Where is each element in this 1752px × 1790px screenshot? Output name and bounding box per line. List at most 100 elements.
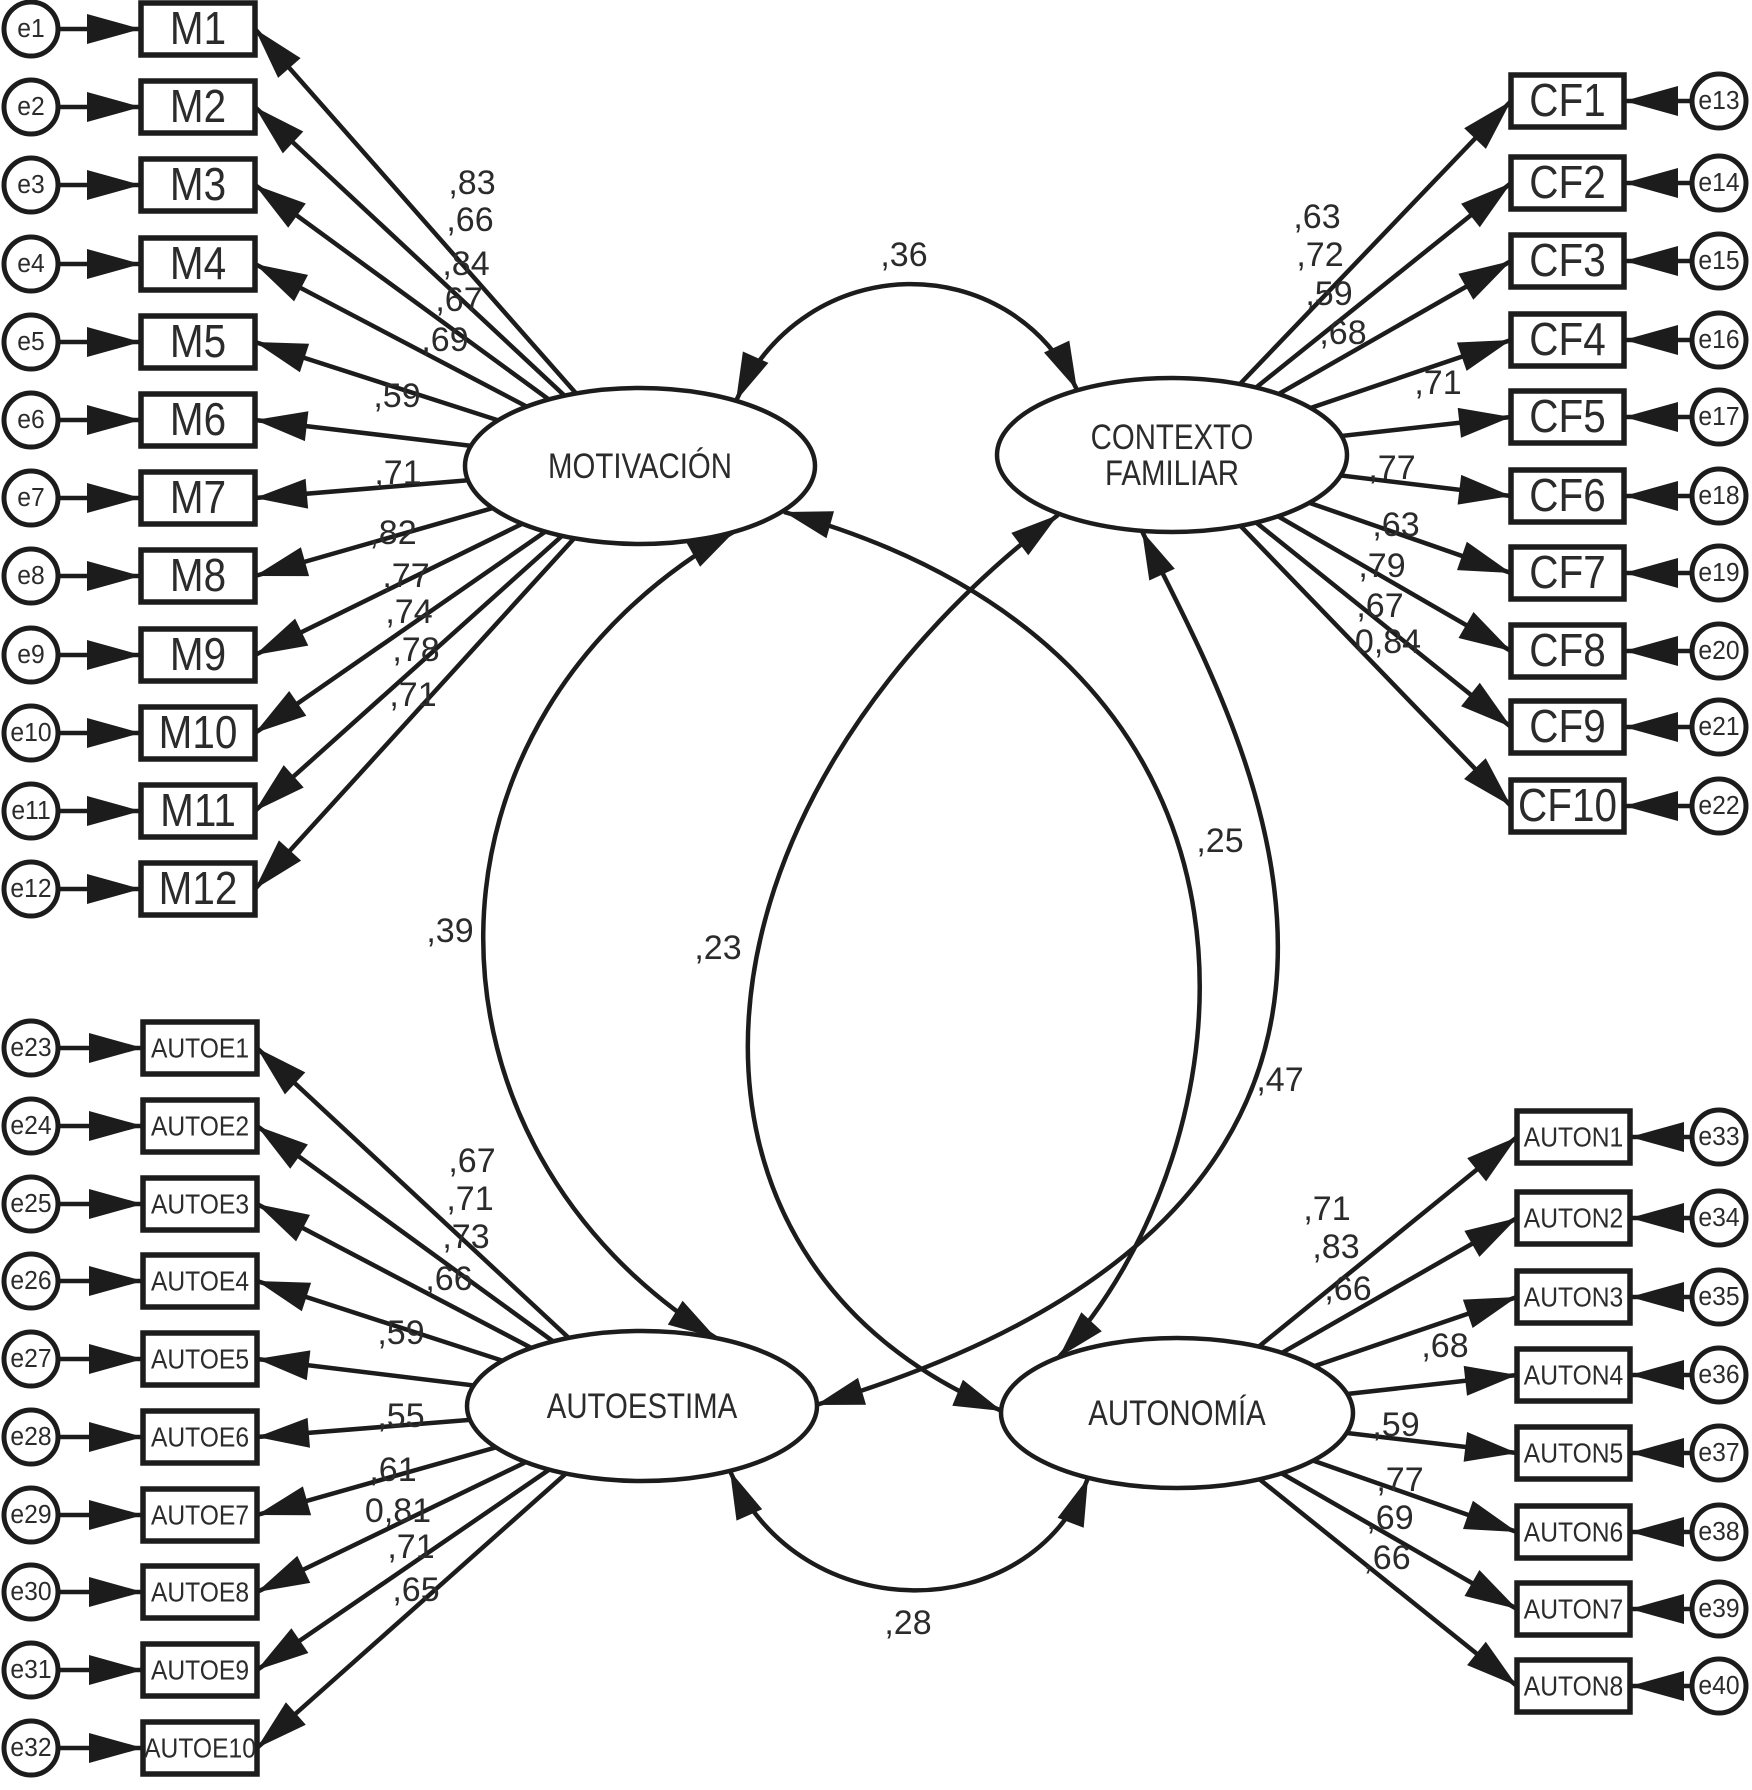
svg-text:e10: e10 [10, 719, 51, 748]
svg-text:M12: M12 [159, 864, 238, 915]
svg-text:,82: ,82 [369, 514, 416, 552]
svg-text:M11: M11 [160, 786, 236, 837]
svg-text:,66: ,66 [1363, 1539, 1410, 1577]
svg-text:e1: e1 [17, 15, 44, 44]
svg-text:,71: ,71 [374, 454, 421, 492]
svg-text:CONTEXTO: CONTEXTO [1091, 418, 1254, 457]
svg-text:,39: ,39 [426, 912, 473, 950]
svg-text:,71: ,71 [1303, 1190, 1350, 1228]
svg-text:,78: ,78 [392, 631, 439, 669]
svg-text:,74: ,74 [385, 593, 432, 631]
svg-text:e14: e14 [1698, 169, 1739, 198]
svg-text:,71: ,71 [1414, 364, 1461, 402]
svg-text:,47: ,47 [1256, 1061, 1303, 1099]
svg-text:AUTOE8: AUTOE8 [151, 1576, 249, 1608]
svg-text:e17: e17 [1698, 403, 1739, 432]
svg-text:AUTON8: AUTON8 [1524, 1670, 1623, 1702]
svg-text:CF3: CF3 [1529, 236, 1605, 287]
svg-text:AUTON1: AUTON1 [1524, 1121, 1623, 1153]
svg-text:e32: e32 [10, 1734, 51, 1763]
svg-text:,59: ,59 [1372, 1406, 1419, 1444]
svg-text:e16: e16 [1698, 326, 1739, 355]
svg-text:M1: M1 [170, 4, 226, 55]
svg-text:,83: ,83 [448, 164, 495, 202]
svg-text:e38: e38 [1698, 1518, 1739, 1547]
svg-text:MOTIVACIÓN: MOTIVACIÓN [548, 445, 732, 485]
svg-text:e20: e20 [1698, 637, 1739, 666]
svg-text:,77: ,77 [1368, 449, 1415, 487]
svg-text:CF7: CF7 [1529, 548, 1605, 599]
svg-text:e40: e40 [1698, 1672, 1739, 1701]
svg-text:,71: ,71 [387, 1528, 434, 1566]
svg-text:,67: ,67 [448, 1142, 495, 1180]
svg-text:e37: e37 [1698, 1439, 1739, 1468]
svg-text:M5: M5 [170, 317, 226, 368]
svg-text:AUTOE1: AUTOE1 [151, 1032, 249, 1064]
svg-text:0,81: 0,81 [365, 1492, 431, 1530]
svg-text:M2: M2 [170, 82, 226, 133]
svg-text:,71: ,71 [389, 676, 436, 714]
svg-text:e11: e11 [11, 797, 50, 826]
svg-text:,83: ,83 [1312, 1228, 1359, 1266]
svg-text:e34: e34 [1698, 1204, 1739, 1233]
svg-text:e19: e19 [1698, 559, 1739, 588]
svg-text:AUTON6: AUTON6 [1524, 1516, 1623, 1548]
svg-text:AUTONOMÍA: AUTONOMÍA [1088, 1394, 1266, 1433]
svg-text:,84: ,84 [442, 245, 489, 283]
svg-text:,59: ,59 [373, 377, 420, 415]
svg-text:AUTON3: AUTON3 [1524, 1281, 1623, 1313]
svg-text:e33: e33 [1698, 1123, 1739, 1152]
svg-text:,77: ,77 [1376, 1461, 1423, 1499]
svg-text:,71: ,71 [446, 1180, 493, 1218]
svg-text:,66: ,66 [425, 1260, 472, 1298]
svg-text:,69: ,69 [1366, 1499, 1413, 1537]
svg-text:e22: e22 [1698, 792, 1739, 821]
svg-text:M10: M10 [159, 708, 238, 759]
svg-text:e21: e21 [1698, 713, 1739, 742]
svg-text:AUTOE6: AUTOE6 [151, 1421, 249, 1453]
svg-text:e9: e9 [17, 641, 44, 670]
svg-text:e4: e4 [17, 250, 44, 279]
svg-text:FAMILIAR: FAMILIAR [1105, 454, 1239, 493]
svg-text:CF9: CF9 [1529, 702, 1605, 753]
svg-text:e13: e13 [1698, 87, 1739, 116]
svg-text:e8: e8 [17, 562, 44, 591]
svg-text:CF8: CF8 [1529, 626, 1605, 677]
svg-text:,65: ,65 [392, 1571, 439, 1609]
svg-text:M8: M8 [170, 551, 226, 602]
svg-text:CF1: CF1 [1529, 76, 1605, 127]
svg-text:,68: ,68 [1421, 1327, 1468, 1365]
svg-text:AUTOE10: AUTOE10 [144, 1732, 256, 1764]
svg-text:,72: ,72 [1296, 236, 1343, 274]
svg-text:M9: M9 [170, 630, 226, 681]
svg-text:M6: M6 [170, 395, 226, 446]
svg-text:AUTON5: AUTON5 [1524, 1437, 1623, 1469]
svg-text:CF10: CF10 [1518, 781, 1617, 832]
svg-text:,63: ,63 [1372, 506, 1419, 544]
svg-text:,61: ,61 [369, 1451, 416, 1489]
svg-text:,66: ,66 [1324, 1270, 1371, 1308]
svg-text:e31: e31 [10, 1656, 51, 1685]
svg-text:e23: e23 [10, 1034, 51, 1063]
svg-text:e15: e15 [1698, 247, 1739, 276]
svg-text:,25: ,25 [1196, 822, 1243, 860]
svg-text:e39: e39 [1698, 1595, 1739, 1624]
svg-text:e6: e6 [17, 406, 44, 435]
svg-text:CF5: CF5 [1529, 392, 1605, 443]
svg-text:AUTOESTIMA: AUTOESTIMA [547, 1387, 738, 1426]
svg-text:e18: e18 [1698, 482, 1739, 511]
svg-text:,69: ,69 [421, 321, 468, 359]
svg-text:e24: e24 [10, 1112, 51, 1141]
svg-text:CF4: CF4 [1529, 315, 1605, 366]
svg-text:,36: ,36 [880, 236, 927, 274]
svg-text:e35: e35 [1698, 1283, 1739, 1312]
svg-text:AUTOE2: AUTOE2 [151, 1110, 249, 1142]
svg-text:AUTON7: AUTON7 [1524, 1593, 1623, 1625]
svg-text:AUTOE4: AUTOE4 [151, 1265, 249, 1297]
svg-text:,28: ,28 [884, 1604, 931, 1642]
svg-text:e27: e27 [10, 1345, 51, 1374]
svg-text:,63: ,63 [1293, 198, 1340, 236]
svg-text:AUTON4: AUTON4 [1524, 1359, 1623, 1391]
svg-text:CF6: CF6 [1529, 471, 1605, 522]
svg-text:e28: e28 [10, 1423, 51, 1452]
